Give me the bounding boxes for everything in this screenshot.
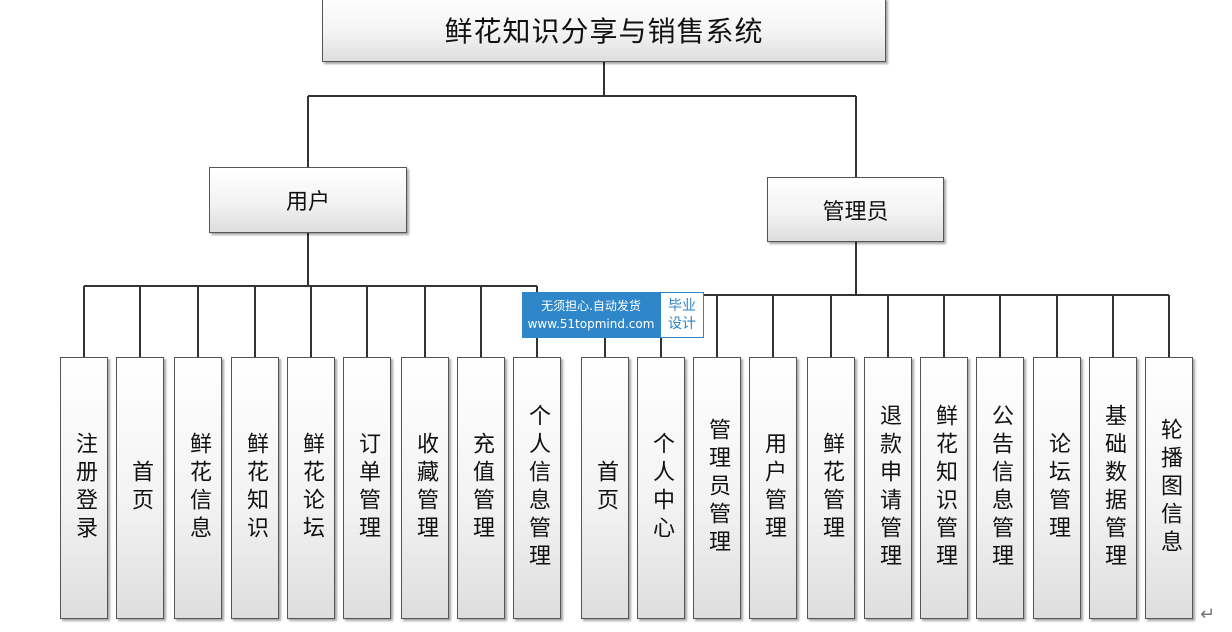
user-item-box: 个人信息管理: [513, 357, 561, 619]
admin-item-box: 个人中心: [637, 357, 685, 619]
watermark-right: 毕业 设计: [660, 292, 704, 338]
user-role-box: 用户: [209, 167, 407, 233]
admin-item-label: 管理员管理: [705, 418, 730, 558]
user-item-box: 鲜花论坛: [287, 357, 335, 619]
user-item-label: 充值管理: [469, 432, 494, 544]
admin-item-box: 鲜花知识管理: [920, 357, 968, 619]
user-item-label: 鲜花知识: [243, 432, 268, 544]
watermark-right-bottom: 设计: [668, 316, 696, 332]
admin-item-box: 管理员管理: [693, 357, 741, 619]
admin-role-box: 管理员: [767, 177, 944, 242]
system-title-box: 鲜花知识分享与销售系统: [322, 0, 886, 62]
user-item-box: 注册登录: [60, 357, 108, 619]
admin-item-label: 鲜花管理: [819, 432, 844, 544]
admin-item-box: 退款申请管理: [864, 357, 912, 619]
user-item-box: 首页: [116, 357, 164, 619]
admin-item-label: 基础数据管理: [1101, 404, 1126, 572]
admin-item-box: 轮播图信息: [1145, 357, 1193, 619]
user-item-box: 鲜花知识: [231, 357, 279, 619]
admin-item-box: 基础数据管理: [1089, 357, 1137, 619]
admin-item-box: 论坛管理: [1033, 357, 1081, 619]
user-item-label: 收藏管理: [413, 432, 438, 544]
watermark-url: www.51topmind.com: [527, 317, 655, 331]
watermark-right-top: 毕业: [668, 298, 696, 314]
admin-item-label: 用户管理: [761, 432, 786, 544]
watermark-slogan: 无须担心.自动发货: [541, 299, 641, 313]
user-item-label: 首页: [128, 460, 153, 516]
admin-item-label: 首页: [593, 460, 618, 516]
admin-item-label: 轮播图信息: [1157, 418, 1182, 558]
admin-item-box: 用户管理: [749, 357, 797, 619]
user-item-label: 鲜花论坛: [299, 432, 324, 544]
admin-item-label: 论坛管理: [1045, 432, 1070, 544]
admin-item-box: 首页: [581, 357, 629, 619]
watermark-left: 无须担心.自动发货 www.51topmind.com: [522, 292, 660, 338]
return-mark-icon: ↵: [1200, 604, 1216, 625]
admin-item-label: 个人中心: [649, 432, 674, 544]
user-item-label: 个人信息管理: [525, 404, 550, 572]
admin-role-label: 管理员: [822, 199, 889, 225]
system-title: 鲜花知识分享与销售系统: [444, 15, 764, 48]
user-item-label: 注册登录: [72, 432, 97, 544]
user-item-box: 鲜花信息: [174, 357, 222, 619]
user-item-label: 订单管理: [355, 432, 380, 544]
user-role-label: 用户: [285, 190, 330, 215]
user-item-label: 鲜花信息: [186, 432, 211, 544]
user-item-box: 收藏管理: [401, 357, 449, 619]
user-item-box: 订单管理: [343, 357, 391, 619]
admin-item-box: 鲜花管理: [807, 357, 855, 619]
admin-item-label: 退款申请管理: [876, 404, 901, 572]
user-item-box: 充值管理: [457, 357, 505, 619]
admin-item-label: 公告信息管理: [988, 404, 1013, 572]
admin-item-label: 鲜花知识管理: [932, 404, 957, 572]
admin-item-box: 公告信息管理: [976, 357, 1024, 619]
watermark-badge: 无须担心.自动发货 www.51topmind.com 毕业 设计: [522, 292, 706, 338]
